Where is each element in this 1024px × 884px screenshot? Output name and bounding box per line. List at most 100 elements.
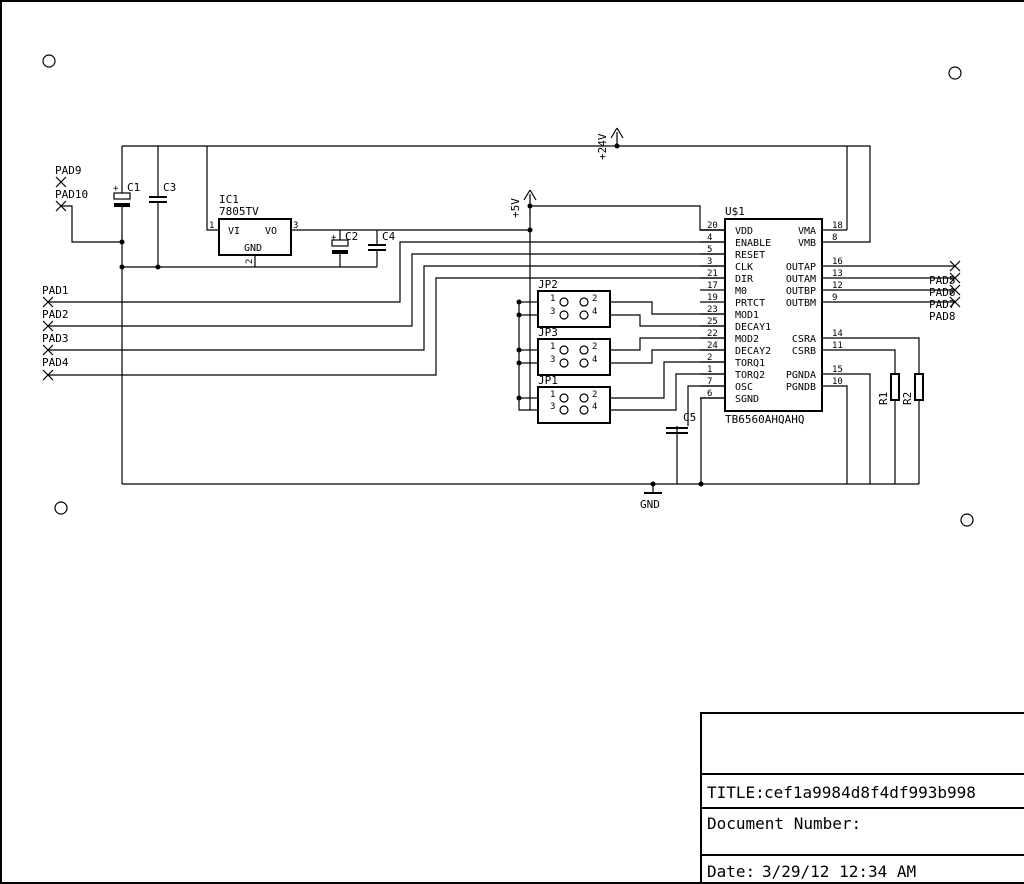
- ic-pin-label: MOD1: [735, 310, 759, 321]
- ic-pin-label: ENABLE: [735, 238, 771, 249]
- ic-pin-label: TORQ1: [735, 358, 765, 369]
- ic-pin-label: DECAY2: [735, 346, 771, 357]
- mounting-hole: [960, 513, 974, 527]
- jp1-pin1: 1: [550, 390, 555, 400]
- jp2-pin4: 4: [592, 307, 597, 317]
- pad4-label: PAD4: [42, 356, 69, 369]
- c2-label: C2: [345, 230, 358, 243]
- r1-label: R1: [877, 392, 890, 405]
- ic-pin-label: DECAY1: [735, 322, 771, 333]
- gnd-label: GND: [640, 498, 660, 511]
- regulator-pin-vi: 1: [209, 221, 214, 231]
- capacitor-c5: [666, 385, 725, 484]
- ic-pin-label: PGNDA: [786, 370, 816, 381]
- ic-pin-number: 13: [832, 269, 843, 279]
- pad2-label: PAD2: [42, 308, 69, 321]
- ic-pin-number: 17: [707, 281, 718, 291]
- ic-pin-number: 1: [707, 365, 712, 375]
- ic-pin-label: OSC: [735, 382, 753, 393]
- power-24v-label: +24V: [596, 133, 609, 160]
- ic-pin-number: 16: [832, 257, 843, 267]
- ic-pin-number: 23: [707, 305, 718, 315]
- title-block: [700, 712, 1024, 884]
- jp3-label: JP3: [538, 326, 558, 339]
- pad3-label: PAD3: [42, 332, 69, 345]
- ic-pin-number: 14: [832, 329, 843, 339]
- ic-pin-number: 5: [707, 245, 712, 255]
- jp2-pin2: 2: [592, 294, 597, 304]
- capacitor-c1: [113, 146, 131, 484]
- jp1-pin4: 4: [592, 402, 597, 412]
- ic-pin-label: MOD2: [735, 334, 759, 345]
- ic-pin-number: 6: [707, 389, 712, 399]
- pad8-marker: [949, 296, 961, 308]
- jp1-pin3: 3: [550, 402, 555, 412]
- ic-left-pins: VDD20ENABLE4RESET5CLK3DIR21M017PRTCT19MO…: [700, 221, 771, 405]
- ic-pin-label: DIR: [735, 274, 754, 285]
- ic-pin-label: VMB: [798, 238, 816, 249]
- ic-value: TB6560AHQAHQ: [725, 413, 804, 426]
- ic-pin-number: 12: [832, 281, 843, 291]
- ic-pin-number: 7: [707, 377, 712, 387]
- ic-pin-label: OUTAM: [786, 274, 816, 285]
- resistor-r2: [914, 373, 924, 401]
- ic-pin-number: 10: [832, 377, 843, 387]
- sense-resistor-wiring: [822, 337, 920, 484]
- ic-pin-label: OUTAP: [786, 262, 816, 273]
- ic-pin-label: M0: [735, 286, 747, 297]
- ic-pin-number: 3: [707, 257, 712, 267]
- ic-pin-number: 18: [832, 221, 843, 231]
- ic-pin-label: RESET: [735, 250, 765, 261]
- pad5-label: PAD5: [929, 274, 956, 287]
- jp3-pin3: 3: [550, 355, 555, 365]
- net-gnd: [122, 481, 919, 494]
- resistor-r1: [890, 373, 900, 401]
- pad6-label: PAD6: [929, 286, 956, 299]
- jumper-jp3: [516, 337, 725, 376]
- jp3-pin2: 2: [592, 342, 597, 352]
- pad8-label: PAD8: [929, 310, 956, 323]
- c3-label: C3: [163, 181, 176, 194]
- ic-pin-label: PRTCT: [735, 298, 765, 309]
- regulator-pin-gnd: 2: [245, 259, 255, 264]
- pad7-label: PAD7: [929, 298, 956, 311]
- pad9-label: PAD9: [55, 164, 82, 177]
- title-label: TITLE:: [707, 783, 765, 802]
- mounting-hole: [42, 54, 56, 68]
- power-5v-label: +5V: [509, 198, 522, 218]
- c1-label: C1: [127, 181, 140, 194]
- jp3-pin1: 1: [550, 342, 555, 352]
- ic-name: U$1: [725, 205, 745, 218]
- regulator-value: 7805TV: [219, 205, 259, 218]
- ic-pin-number: 25: [707, 317, 718, 327]
- ic-pin-number: 19: [707, 293, 718, 303]
- jp2-pin1: 1: [550, 294, 555, 304]
- mounting-hole: [54, 501, 68, 515]
- ic-pin-number: 11: [832, 341, 843, 351]
- svg-text:+: +: [331, 233, 337, 243]
- date-value: 3/29/12 12:34 AM: [762, 862, 916, 881]
- ic-pin-number: 4: [707, 233, 712, 243]
- ic-pin-label: VDD: [735, 226, 753, 237]
- ic-pin-label: PGNDB: [786, 382, 816, 393]
- ic-pin-label: VMA: [798, 226, 816, 237]
- date-label: Date:: [707, 862, 755, 881]
- pad5-marker: [949, 260, 961, 272]
- regulator-pin-vo: 3: [293, 221, 298, 231]
- ic-pin-label: CSRA: [792, 334, 816, 345]
- ic-pin-number: 15: [832, 365, 843, 375]
- ic-pin-number: 24: [707, 341, 718, 351]
- capacitor-c3: [149, 146, 167, 270]
- pad6-marker: [949, 272, 961, 284]
- jp2-pin3: 3: [550, 307, 555, 317]
- ic-pin-number: 8: [832, 233, 837, 243]
- output-wires: [822, 265, 955, 303]
- jp1-label: JP1: [538, 374, 558, 387]
- ic-pin-number: 2: [707, 353, 712, 363]
- ic-pin-label: TORQ2: [735, 370, 765, 381]
- jp2-label: JP2: [538, 278, 558, 291]
- r2-label: R2: [901, 392, 914, 405]
- ic-pin-label: OUTBM: [786, 298, 816, 309]
